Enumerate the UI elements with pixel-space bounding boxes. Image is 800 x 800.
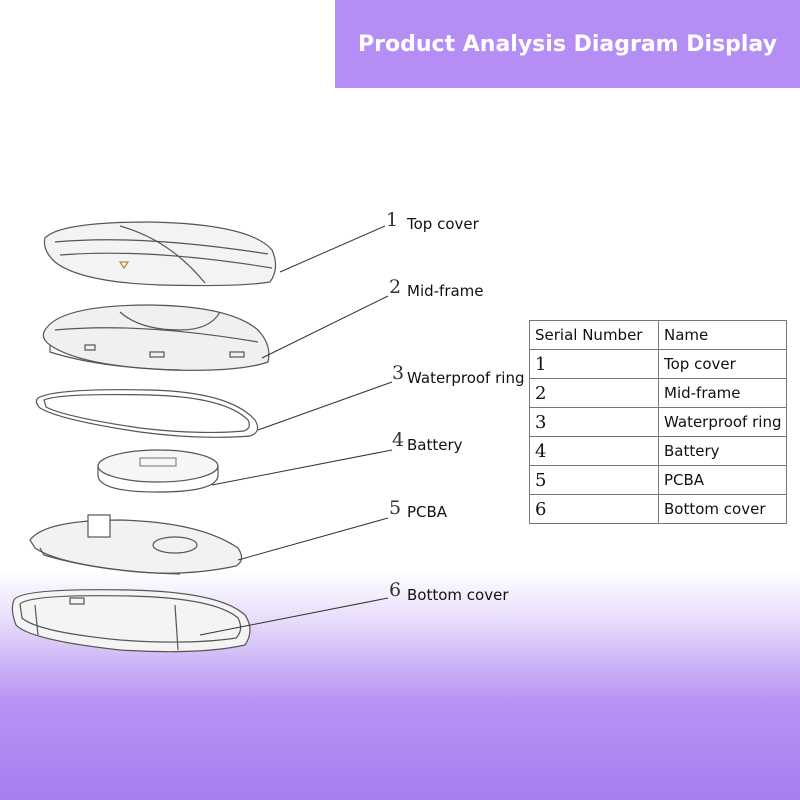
header-name: Name [657, 320, 788, 350]
header-serial-number: Serial Number [529, 320, 659, 350]
cell-name: Battery [657, 436, 788, 466]
table-row: 4 Battery [529, 436, 788, 466]
callout-label-mid-frame: Mid-frame [407, 282, 484, 300]
cell-serial: 3 [529, 407, 659, 437]
callout-label-waterproof-ring: Waterproof ring [407, 369, 525, 387]
cell-serial: 6 [529, 494, 659, 524]
callout-number-3: 3 [392, 362, 405, 384]
cell-serial: 2 [529, 378, 659, 408]
callout-number-4: 4 [392, 429, 405, 451]
top-cover-part [43, 221, 277, 287]
table-header-row: Serial Number Name [529, 320, 788, 350]
cell-name: Mid-frame [657, 378, 788, 408]
table-row: 5 PCBA [529, 465, 788, 495]
table-row: 6 Bottom cover [529, 494, 788, 524]
battery-part [97, 449, 219, 493]
cell-name: Bottom cover [657, 494, 788, 524]
table-row: 1 Top cover [529, 349, 788, 379]
page-title: Product Analysis Diagram Display [358, 31, 777, 57]
callout-label-top-cover: Top cover [407, 215, 479, 233]
waterproof-ring-part [35, 389, 259, 438]
callout-label-battery: Battery [407, 436, 463, 454]
callout-label-pcba: PCBA [407, 503, 448, 521]
callout-number-2: 2 [389, 276, 402, 298]
bottom-cover-part [11, 589, 251, 653]
cell-name: PCBA [657, 465, 788, 495]
cell-serial: 4 [529, 436, 659, 466]
cell-serial: 5 [529, 465, 659, 495]
table-row: 3 Waterproof ring [529, 407, 788, 437]
callout-number-1: 1 [386, 209, 399, 231]
leader-lines [199, 225, 393, 636]
cell-name: Waterproof ring [657, 407, 788, 437]
cell-name: Top cover [657, 349, 788, 379]
callout-number-5: 5 [389, 497, 402, 519]
pcba-part [29, 514, 243, 575]
callout-label-bottom-cover: Bottom cover [407, 586, 509, 604]
callout-number-6: 6 [389, 579, 402, 601]
table-row: 2 Mid-frame [529, 378, 788, 408]
title-banner: Product Analysis Diagram Display [335, 0, 800, 88]
mid-frame-part [42, 304, 270, 371]
cell-serial: 1 [529, 349, 659, 379]
parts-table: Serial Number Name 1 Top cover 2 Mid-fra… [529, 320, 788, 524]
